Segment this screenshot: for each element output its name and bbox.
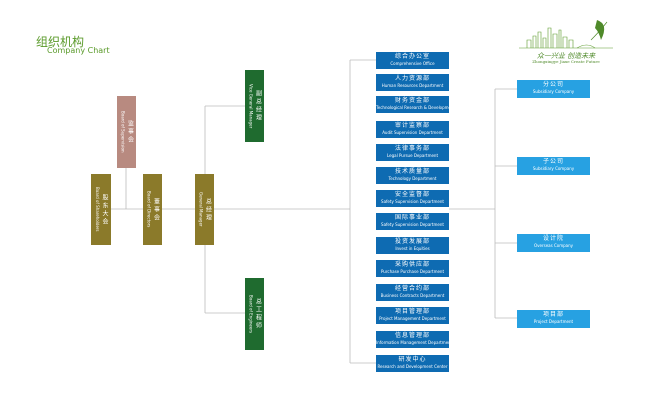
dept-en: Legal Pursue Department xyxy=(386,153,439,158)
supervision-box: Board of Supervision 监事会 xyxy=(117,96,136,168)
dept-cn: 综合办公室 xyxy=(394,53,430,60)
page-title: 组织机构 xyxy=(36,35,85,49)
dept-en: Safety Supervision Department xyxy=(381,222,444,227)
dept-cn: 研发中心 xyxy=(398,356,427,363)
subsidiary-cn: 项目部 xyxy=(542,311,564,318)
engineers-cn: 总工程师 xyxy=(254,298,262,330)
dept-cn: 投资发展部 xyxy=(394,238,430,245)
dept-en: Invest in Equities xyxy=(395,246,430,251)
directors-en: Board of Directors xyxy=(146,191,152,228)
subsidiary-cn: 分公司 xyxy=(542,81,564,88)
subsidiary-cn: 设计院 xyxy=(542,235,564,242)
logo-slogan-cn: 众一兴业 创造未来 xyxy=(536,52,596,60)
vice-gm-box: Vice General Manager 副总经理 xyxy=(245,70,264,142)
dept-cn: 项目管理部 xyxy=(394,308,430,315)
dept-cn: 经营合约部 xyxy=(394,285,430,292)
skyline-logo-icon xyxy=(519,20,613,49)
shareholders-box: Board of Shareholders 股东大会 xyxy=(91,174,111,245)
dept-en: Technology Department xyxy=(388,176,437,181)
subsidiary-en: Subsidiary Company xyxy=(532,166,575,171)
supervision-en: Board of Supervision xyxy=(120,111,126,153)
dept-cn: 财务资金部 xyxy=(394,97,430,104)
dept-en: Comprehensive Office xyxy=(390,61,435,66)
supervision-cn: 监事会 xyxy=(126,120,134,144)
dept-en: Information Management Department xyxy=(376,340,453,345)
dept-en: Project Management Department xyxy=(379,316,446,321)
vice-gm-cn: 副总经理 xyxy=(254,90,262,122)
dept-cn: 人力资源部 xyxy=(394,75,430,82)
page-subtitle: Company Chart xyxy=(47,46,110,55)
subsidiary-en: Project Department xyxy=(533,319,574,324)
company-logo: 众一兴业 创造未来 Zhongxingye Jiaxe Create Futur… xyxy=(517,18,615,64)
dept-en: Audit Supervision Department xyxy=(382,130,443,135)
general-manager-cn: 总经理 xyxy=(204,197,212,222)
general-manager-box: General Manager 总经理 xyxy=(195,174,214,245)
dept-cn: 信息管理部 xyxy=(394,332,430,339)
vice-gm-en: Vice General Manager xyxy=(248,83,254,129)
subsidiary-cn: 子公司 xyxy=(542,158,564,165)
subsidiary-en: Subsidiary Company xyxy=(532,89,575,94)
subsidiary-en: Overseas Company xyxy=(533,243,573,248)
dept-en: Purchase Purchase Department xyxy=(380,269,445,274)
dept-en: Safety Supervision Department xyxy=(381,199,444,204)
dept-cn: 安全监督部 xyxy=(394,191,430,198)
directors-cn: 董事会 xyxy=(152,197,160,222)
dept-cn: 技术质量部 xyxy=(394,168,430,175)
dept-cn: 法律事务部 xyxy=(394,145,430,152)
shareholders-en: Board of Shareholders xyxy=(95,187,100,232)
dept-en: Research and Development Center xyxy=(377,364,448,369)
dept-cn: 国际事业部 xyxy=(394,214,430,221)
dept-cn: 审计监察部 xyxy=(394,122,430,129)
shareholders-cn: 股东大会 xyxy=(101,193,108,226)
logo-slogan-en: Zhongxingye Jiaxe Create Future xyxy=(532,59,600,64)
dept-en: Technological Research & Development Cen… xyxy=(376,105,470,110)
dept-en: Human Resources Department xyxy=(381,83,444,88)
engineers-en: Board of Engineers xyxy=(248,294,254,334)
dept-cn: 采购供应部 xyxy=(394,261,430,268)
general-manager-en: General Manager xyxy=(198,192,204,227)
engineers-box: Board of Engineers 总工程师 xyxy=(245,278,264,350)
directors-box: Board of Directors 董事会 xyxy=(143,174,162,245)
dept-en: Business Contracts Department xyxy=(380,293,445,298)
